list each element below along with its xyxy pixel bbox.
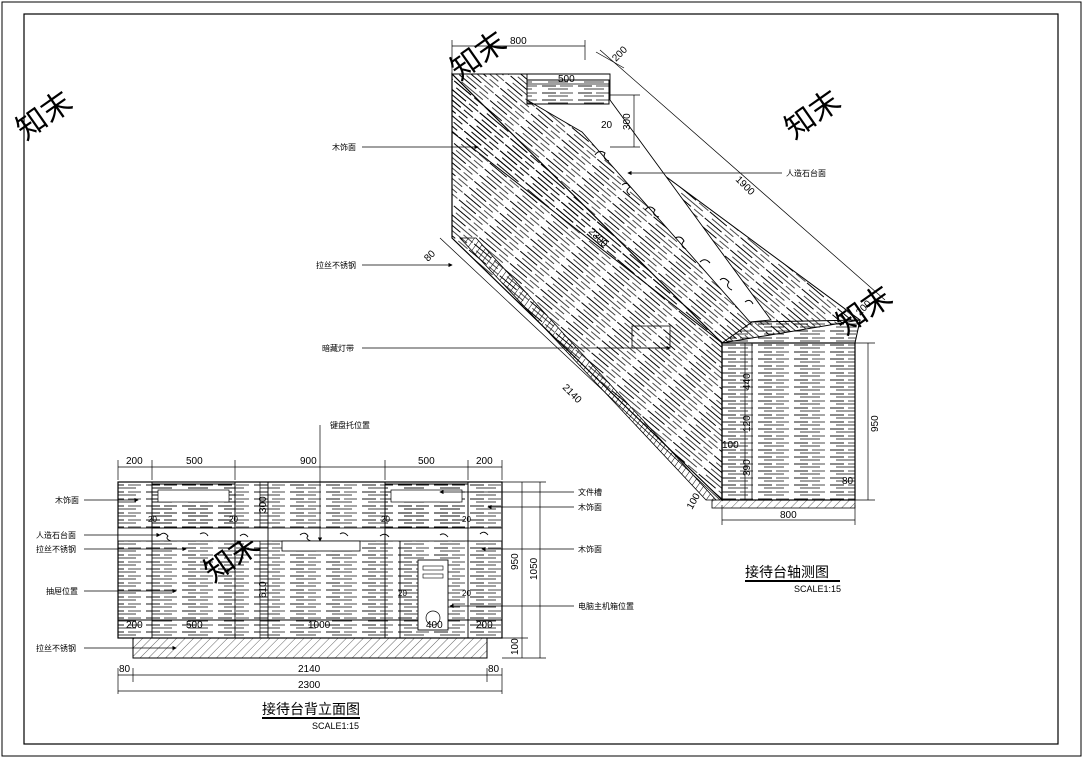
svg-text:知末: 知末	[11, 85, 79, 146]
elev-right-label-3: 木饰面	[578, 544, 602, 554]
elev-file-slot-right-inner	[390, 489, 463, 503]
elev-mark-20-2: 20	[229, 515, 238, 524]
elev-left-label-2: 人造石台面	[36, 530, 76, 540]
axo-dim-h-upper: 440	[742, 373, 753, 390]
elev-mark-20-6: 20	[462, 589, 471, 598]
elev-keyboard-tray	[281, 540, 361, 552]
axo-dim-diag-bottom: 2140	[560, 382, 584, 406]
axo-dim-gap-small: 100	[722, 440, 739, 451]
elev-dim-950: 950	[510, 553, 521, 570]
elev-top-dim-5: 200	[476, 456, 493, 467]
elev-dim-right-80: 80	[488, 664, 500, 675]
elev-mark-20-1: 20	[148, 515, 157, 524]
axo-scale: SCALE1:15	[794, 584, 841, 594]
elev-title: 接待台背立面图	[262, 701, 360, 717]
axo-dim-height-total: 950	[870, 415, 881, 432]
elev-dim-300: 300	[258, 496, 269, 513]
axo-end-cabinet	[721, 342, 856, 501]
axo-title: 接待台轴测图	[745, 564, 829, 580]
elev-cpu-slot-1	[422, 565, 444, 571]
elev-base	[132, 637, 488, 659]
axo-dim-depth-top: 200	[610, 44, 630, 64]
elev-right-label-1: 文件槽	[578, 487, 602, 497]
axo-dim-base-offset: 80	[422, 248, 438, 264]
back-elevation: 200 500 900 500 200 200 500 1000 400 200…	[36, 420, 634, 731]
axonometric-view: 800 500 200 300 20 1900 2300 2140 200 80…	[316, 36, 886, 594]
axo-dim-h-lower: 390	[742, 459, 753, 476]
elev-inner-dim-5: 200	[476, 620, 493, 631]
elev-computer-case	[417, 559, 449, 631]
elev-scale: SCALE1:15	[312, 721, 359, 731]
elev-dim-2140: 2140	[298, 664, 321, 675]
axo-dim-inner-width: 500	[558, 74, 575, 85]
elev-left-label-1: 木饰面	[55, 495, 79, 505]
inner-border	[23, 13, 1059, 745]
elev-dim-left-80: 80	[119, 664, 131, 675]
axo-dim-diag-long: 1900	[733, 174, 757, 198]
axo-end-base	[711, 499, 856, 509]
elev-right-label-2: 木饰面	[578, 502, 602, 512]
elev-dim-610: 610	[258, 581, 269, 598]
elev-top-label: 键盘托位置	[330, 420, 370, 430]
axo-label-stone: 人造石台面	[786, 168, 826, 178]
axo-label-steel: 拉丝不锈钢	[316, 260, 356, 270]
svg-text:知末: 知末	[779, 84, 847, 145]
elev-dim-2300: 2300	[298, 680, 321, 691]
axo-dim-h-mid: 120	[742, 415, 753, 432]
elev-top-dim-1: 200	[126, 456, 143, 467]
axo-dim-top-width: 800	[510, 36, 527, 47]
elev-mark-20-3: 20	[381, 515, 390, 524]
elev-left-label-4: 抽屉位置	[46, 586, 78, 596]
elev-mark-20-4: 20	[462, 515, 471, 524]
elev-top-dim-4: 500	[418, 456, 435, 467]
elev-inner-dim-1: 200	[126, 620, 143, 631]
elev-file-slot-left-inner	[157, 489, 230, 503]
axo-dim-bottom-width: 800	[780, 510, 797, 521]
axo-dim-top-offset: 20	[601, 120, 613, 131]
axo-label-light: 暗藏灯带	[322, 343, 354, 353]
axo-end-top	[720, 319, 861, 344]
axo-label-wood: 木饰面	[332, 142, 356, 152]
elev-cpu-fan	[425, 610, 441, 626]
elev-top-dim-2: 500	[186, 456, 203, 467]
axo-dim-bottom-offset: 80	[842, 476, 854, 487]
elev-left-label-5: 拉丝不锈钢	[36, 643, 76, 653]
elev-inner-dim-4: 400	[426, 620, 443, 631]
elev-inner-dim-3: 1000	[308, 620, 331, 631]
elev-top-dim-3: 900	[300, 456, 317, 467]
elev-left-label-3: 拉丝不锈钢	[36, 544, 76, 554]
elev-dim-1050: 1050	[529, 557, 540, 580]
axo-dim-top-height: 300	[622, 113, 633, 130]
elev-mark-20-5: 20	[398, 589, 407, 598]
elev-right-label-4: 电脑主机箱位置	[578, 601, 634, 611]
axo-stone-band	[526, 73, 772, 323]
elev-dim-100: 100	[510, 638, 521, 655]
elev-cpu-slot-2	[422, 573, 444, 579]
elev-inner-dim-2: 500	[186, 620, 203, 631]
